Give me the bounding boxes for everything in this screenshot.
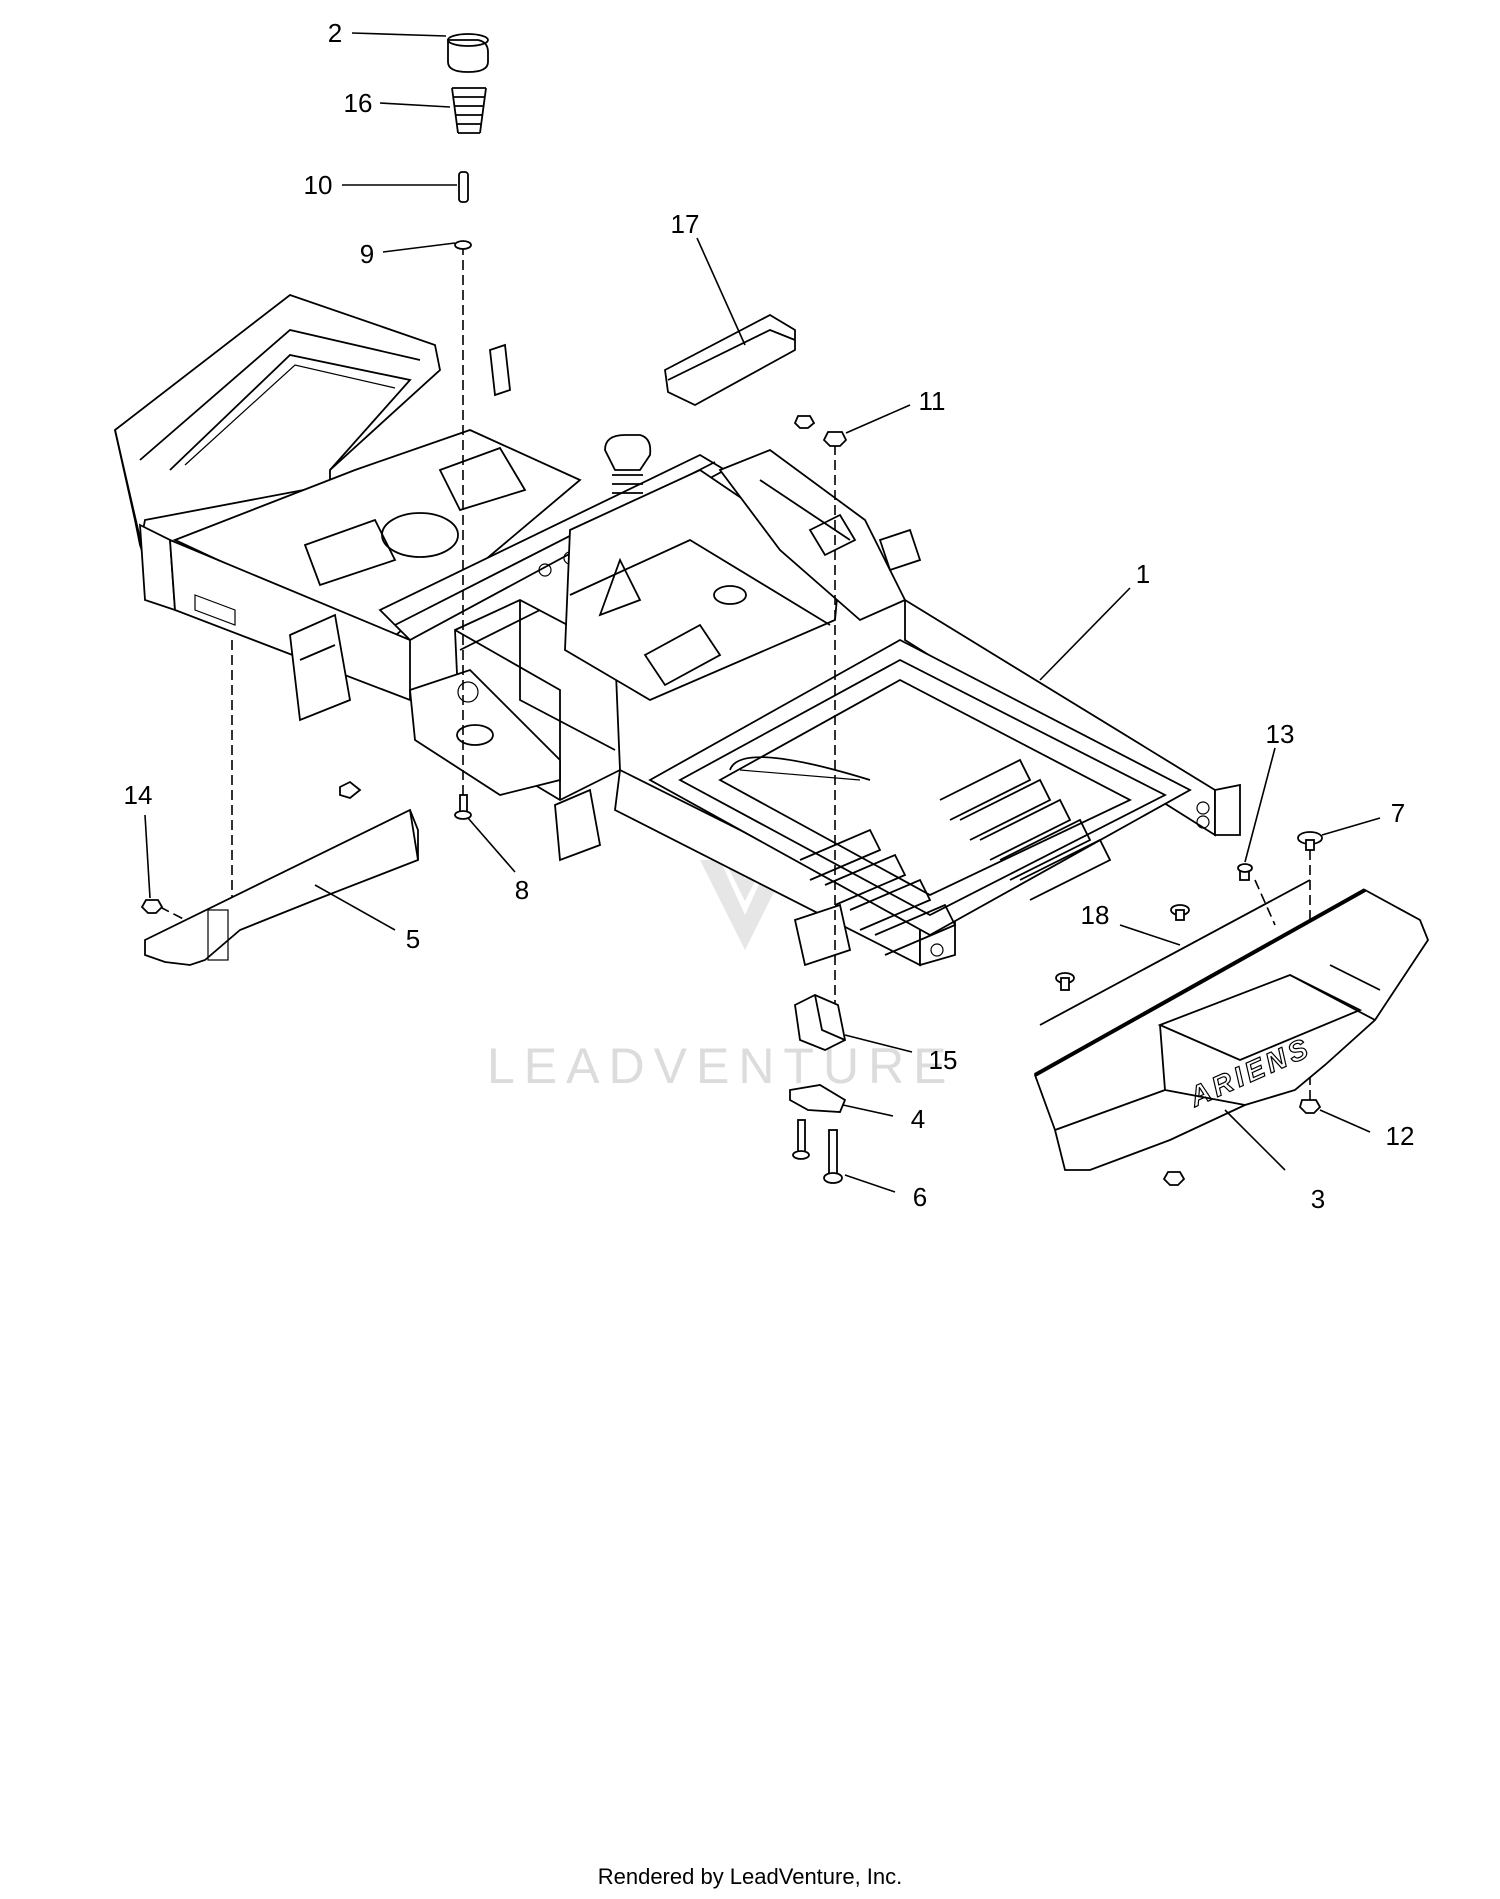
callout-15: 15 [929, 1045, 958, 1075]
callout-16: 16 [344, 88, 373, 118]
callout-8: 8 [515, 875, 529, 905]
part-nut-12 [1298, 1099, 1322, 1114]
part-angle-bracket [664, 313, 796, 407]
callout-7: 7 [1391, 798, 1405, 828]
part-flange-nut [793, 415, 848, 447]
callout-5: 5 [406, 924, 420, 954]
callout-18: 18 [1081, 900, 1110, 930]
callout-9: 9 [360, 239, 374, 269]
part-spring [451, 87, 487, 134]
callout-6: 6 [913, 1182, 927, 1212]
part-loose-bolt [339, 780, 362, 799]
part-side-shield [144, 808, 419, 966]
callout-10: 10 [304, 170, 333, 200]
part-nut-3 [1162, 1171, 1186, 1186]
callout-4: 4 [911, 1104, 925, 1134]
callout-17: 17 [671, 209, 700, 239]
part-nut-14 [140, 899, 164, 914]
callout-13: 13 [1266, 719, 1295, 749]
main-frame [113, 293, 1241, 967]
callout-1: 1 [1136, 559, 1150, 589]
callout-14: 14 [124, 780, 153, 810]
part-bolt-13 [1237, 863, 1253, 881]
callout-12: 12 [1386, 1121, 1415, 1151]
leader-lines [144, 32, 1381, 1193]
part-washer [454, 240, 472, 250]
callout-2: 2 [328, 18, 342, 48]
watermark-text: LEADVENTURE [487, 1038, 956, 1094]
callout-11: 11 [919, 386, 946, 416]
part-plate-4 [789, 1084, 847, 1113]
part-shield-bolts [1055, 904, 1190, 991]
part-pin [458, 171, 469, 203]
callout-3: 3 [1311, 1184, 1325, 1214]
part-bumper-cap [447, 33, 489, 73]
part-bracket-15 [794, 994, 847, 1051]
footer-credit: Rendered by LeadVenture, Inc. [598, 1864, 903, 1889]
part-bolts-6 [792, 1119, 843, 1184]
part-bolt-8 [454, 794, 472, 820]
part-carriage-bolt [1297, 831, 1323, 851]
